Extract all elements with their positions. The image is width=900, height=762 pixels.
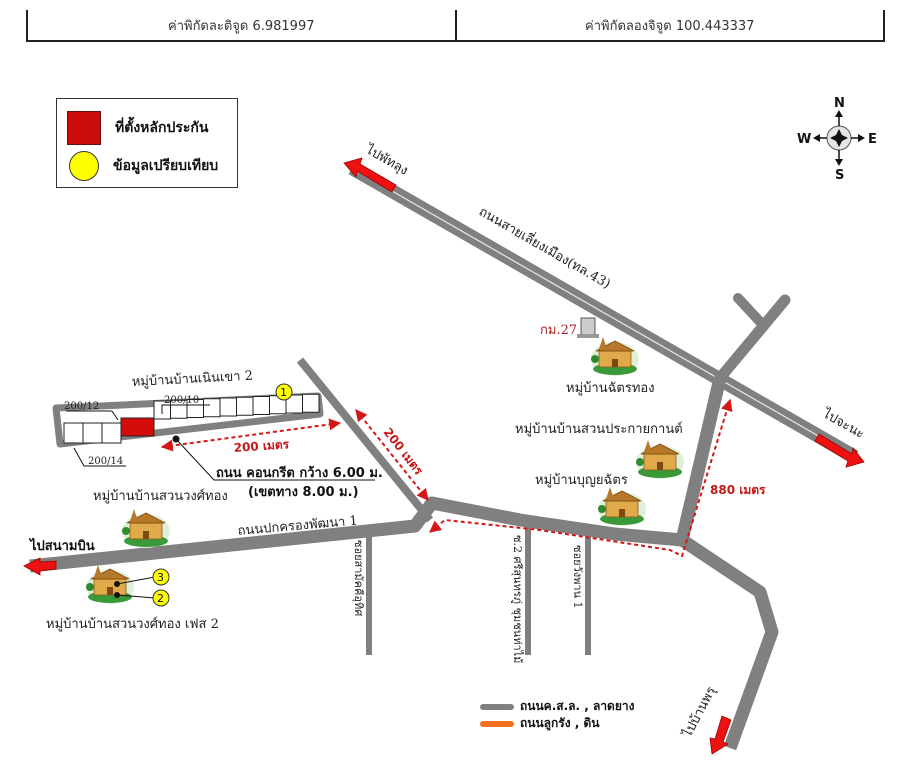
main-highway [348,161,859,464]
coordinate-bar: ค่าพิกัดละติจูด 6.981997 ค่าพิกัดลองจิจู… [26,10,885,42]
label-village-suanwong-2: หมู่บ้านบ้านสวนวงศ์ทอง เฟส 2 [46,616,219,632]
compass-e: E [868,132,877,147]
plot-cell [63,422,84,444]
arrow-to-airport-icon [23,557,57,576]
label-soi-3: ซอยวังพาน 1 [571,545,584,609]
label-village-suanprakai: หมู่บ้านบ้านสวนประกายกานต์ [515,421,683,437]
comparable-2-marker: 2 [114,589,170,607]
plot-b-leader [161,404,210,414]
latitude-label: ค่าพิกัดละติจูด 6.981997 [168,18,315,34]
red-square-icon [67,111,101,145]
compass-n: N [834,96,845,111]
house-suanprakai-icon [636,440,684,479]
road-note-leader [175,438,375,481]
compass-icon: N S E W [797,96,877,183]
label-distance-1: 200 เมตร [233,437,290,455]
legend-item-comparable: ข้อมูลเปรียบเทียบ [67,151,218,181]
road-legend-dirt: ถนนลูกรัง , ดิน [480,715,634,732]
distance-line-2 [355,409,429,501]
km-marker-icon [577,317,599,338]
road-note-line-1: ถนน คอนกรีต กว้าง 6.00 ม. [216,465,383,481]
label-to-ban-phru: ไปบ้านพรุ [679,684,719,741]
house-boonchat-icon [598,487,646,526]
map-legend: ที่ตั้งหลักประกัน ข้อมูลเปรียบเทียบ [56,98,238,188]
house-chattong-icon [591,337,639,376]
longitude-label: ค่าพิกัดลองจิจูด 100.443337 [454,10,884,40]
house-suanwong-2-icon [86,565,134,604]
arrow-to-phatthalung-icon [343,157,397,193]
label-plot-c: 200/14 [88,456,123,467]
road-note-line-2: (เขตทาง 8.00 ม.) [248,485,359,500]
road-legend-paved: ถนนค.ส.ล. , ลาดยาง [480,698,634,715]
svg-text:2: 2 [157,592,164,605]
plot-cell [236,396,254,416]
plot-cell [219,397,237,417]
collateral-plot [120,417,155,437]
arrow-to-ban-phru-icon [709,715,732,755]
label-village-noenkhao: หมู่บ้านบ้านเนินเขา 2 [131,369,253,390]
label-plot-a: 200/12 [64,401,99,412]
svg-text:3: 3 [157,571,164,584]
label-soi-2: ซ.2 ศรีสุนทรภู่ ชุมชนท่าไม้ [511,535,524,663]
compass-w: W [797,132,811,147]
plot-cell [302,393,320,413]
label-distance-3: 880 เมตร [710,483,766,497]
comparable-3-marker: 3 [114,568,170,587]
comparable-1-marker: 1 [275,383,293,401]
road-legend: ถนนค.ส.ล. , ลาดยาง ถนนลูกรัง , ดิน [480,698,634,732]
label-village-boonchat: หมู่บ้านบุญยฉัตร [535,473,628,488]
legend-item-collateral: ที่ตั้งหลักประกัน [67,111,208,145]
label-village-suanwong: หมู่บ้านบ้านสวนวงศ์ทอง [93,488,228,504]
plot-cell [101,422,122,444]
label-village-chattong: หมู่บ้านฉัตรทอง [566,381,655,396]
distance-line-3 [429,398,733,558]
distance-line-1 [160,418,342,452]
svg-text:1: 1 [280,386,287,399]
label-to-airport: ไปสนามบิน [28,537,95,554]
orange-line-icon [480,720,514,727]
gray-line-icon [480,703,514,710]
yellow-circle-icon [69,151,99,181]
plot-c-leader [73,447,126,467]
plot-cell [82,422,103,444]
house-suanwong-icon [122,509,170,548]
compass-s: S [835,168,844,183]
arrow-to-chana-icon [814,433,865,468]
label-km-marker: กม.27 [540,323,577,338]
north-branch-road [714,293,791,384]
plot-cell [203,398,221,418]
label-soi-1: ซอยสามัคคีอุทิศ [352,540,365,616]
label-plot-b: 200/10 [164,395,199,406]
plot-cell [252,396,270,415]
connector-road [675,376,779,751]
